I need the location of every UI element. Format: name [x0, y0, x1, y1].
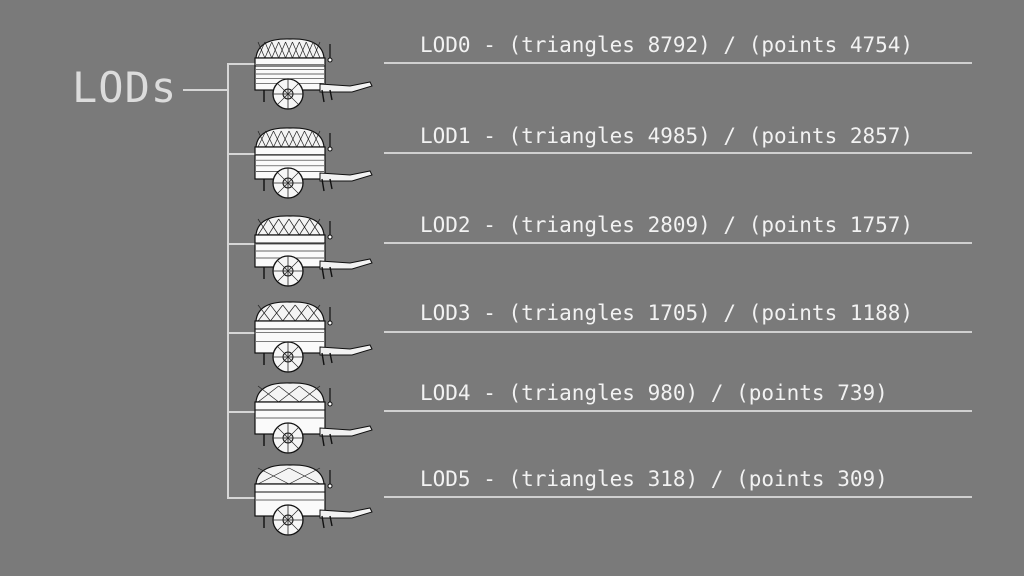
- lod-underline: [384, 496, 972, 498]
- lod-wireframe-image-2: [250, 213, 380, 297]
- lod-underline: [384, 410, 972, 412]
- tree-branch-line: [227, 497, 257, 499]
- tree-branch-line: [227, 411, 257, 413]
- lod-label-4: LOD4 - (triangles 980) / (points 739): [420, 381, 888, 405]
- lod-label-5: LOD5 - (triangles 318) / (points 309): [420, 467, 888, 491]
- lod-underline: [384, 152, 972, 154]
- lod-label-2: LOD2 - (triangles 2809) / (points 1757): [420, 213, 914, 237]
- lod-label-1: LOD1 - (triangles 4985) / (points 2857): [420, 124, 914, 148]
- tree-branch-line: [227, 332, 257, 334]
- lod-wireframe-image-0: [250, 36, 380, 120]
- page-title: LODs: [72, 63, 178, 112]
- lod-wireframe-image-1: [250, 125, 380, 209]
- title-connector: [183, 89, 227, 91]
- lod-wireframe-image-4: [250, 380, 380, 464]
- tree-branch-line: [227, 63, 257, 65]
- tree-branch-line: [227, 153, 257, 155]
- lod-underline: [384, 62, 972, 64]
- tree-branch-line: [227, 243, 257, 245]
- lod-label-3: LOD3 - (triangles 1705) / (points 1188): [420, 301, 914, 325]
- lod-underline: [384, 242, 972, 244]
- tree-trunk-line: [227, 63, 229, 499]
- lod-wireframe-image-5: [250, 462, 380, 546]
- lod-label-0: LOD0 - (triangles 8792) / (points 4754): [420, 33, 914, 57]
- lod-underline: [384, 331, 972, 333]
- lod-wireframe-image-3: [250, 299, 380, 383]
